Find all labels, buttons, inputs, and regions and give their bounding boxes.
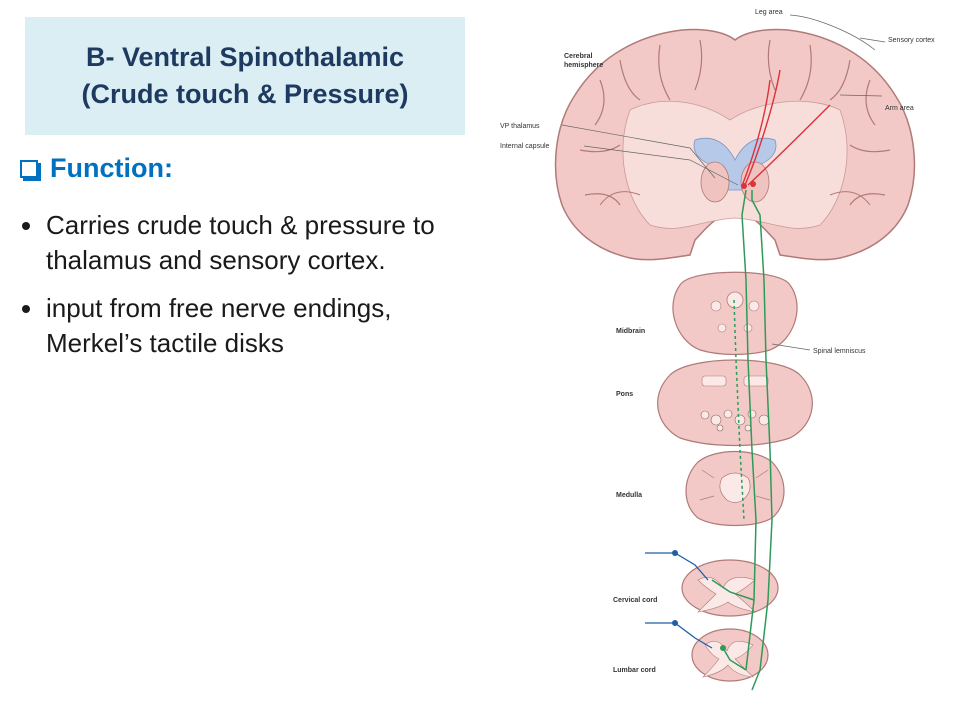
medulla-section bbox=[685, 450, 785, 527]
bullet-item: input from free nerve endings, Merkel’s … bbox=[22, 291, 442, 361]
thalamic-nucleus-dots bbox=[741, 181, 756, 189]
pathway-diagram: Leg area Sensory cortex Cerebral hemisph… bbox=[490, 0, 960, 720]
leader-lines bbox=[561, 14, 886, 351]
title-line-2: (Crude touch & Pressure) bbox=[81, 79, 409, 109]
dorsal-root-ganglion-dots bbox=[672, 550, 678, 626]
spinothalamic-pathway bbox=[711, 189, 773, 691]
label-cervical-cord: Cervical cord bbox=[613, 597, 657, 604]
bullet-list: Carries crude touch & pressure to thalam… bbox=[22, 208, 442, 374]
checkbox-bullet-icon bbox=[20, 159, 38, 178]
bullet-dot-icon bbox=[22, 305, 30, 313]
pons-section bbox=[657, 359, 813, 447]
label-sensory-cortex: Sensory cortex bbox=[888, 37, 935, 44]
title-banner: B- Ventral Spinothalamic (Crude touch & … bbox=[25, 17, 465, 135]
sensory-projections bbox=[741, 69, 831, 187]
section-heading: Function: bbox=[16, 153, 173, 184]
section-heading-label: Function: bbox=[50, 153, 173, 183]
cervical-cord-section bbox=[681, 559, 779, 617]
bullet-text: Carries crude touch & pressure to thalam… bbox=[46, 210, 435, 275]
label-cerebral-hemisphere-1: Cerebral bbox=[564, 53, 592, 60]
label-medulla: Medulla bbox=[616, 492, 642, 499]
bullet-item: Carries crude touch & pressure to thalam… bbox=[22, 208, 442, 278]
pathway-diagram-svg: Leg area Sensory cortex Cerebral hemisph… bbox=[500, 9, 935, 691]
label-internal-capsule: Internal capsule bbox=[500, 143, 550, 150]
bullet-text: input from free nerve endings, Merkel’s … bbox=[46, 293, 392, 358]
label-spinal-lemniscus: Spinal lemniscus bbox=[813, 348, 866, 355]
label-lumbar-cord: Lumbar cord bbox=[613, 667, 656, 674]
label-arm-area: Arm area bbox=[885, 105, 914, 112]
label-midbrain: Midbrain bbox=[616, 328, 645, 335]
lumbar-cord-section bbox=[691, 628, 769, 682]
label-cerebral-hemisphere-2: hemisphere bbox=[564, 62, 603, 69]
bullet-dot-icon bbox=[22, 222, 30, 230]
title-line-1: B- Ventral Spinothalamic bbox=[85, 42, 405, 72]
cerebrum bbox=[554, 28, 916, 261]
peripheral-nerves bbox=[645, 552, 713, 649]
label-vp-thalamus: VP thalamus bbox=[500, 123, 540, 130]
label-leg-area: Leg area bbox=[755, 9, 783, 16]
label-pons: Pons bbox=[616, 391, 633, 398]
